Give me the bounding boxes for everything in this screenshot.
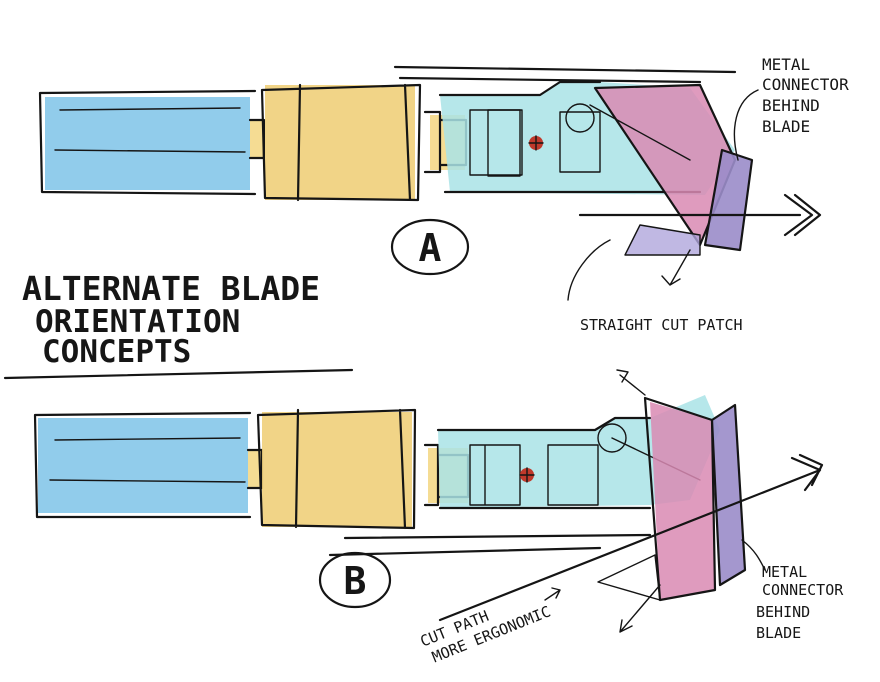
- a-callout-line-2: CONNECTOR: [762, 75, 849, 94]
- concept-a-blade: [595, 85, 735, 245]
- concept-a-handle: [45, 97, 250, 190]
- a-callout-line-1: METAL: [762, 55, 810, 74]
- title-line-2: ORIENTATION: [35, 304, 240, 340]
- concept-b-drawing: [33, 369, 824, 633]
- a-callout-line-4: BLADE: [762, 117, 810, 136]
- concept-a-cut-note: STRAIGHT CUT PATCH: [567, 239, 743, 334]
- b-callout-line-3: BEHIND: [756, 603, 810, 621]
- b-callout-line-2: CONNECTOR: [762, 581, 844, 599]
- title-line-1: ALTERNATE BLADE: [22, 269, 320, 308]
- a-cut-note: STRAIGHT CUT PATCH: [580, 316, 743, 334]
- b-callout-line-1: METAL: [762, 563, 807, 581]
- b-callout-line-4: BLADE: [756, 624, 801, 642]
- concept-b-label: B: [344, 559, 367, 603]
- concept-b-frame: [438, 395, 720, 508]
- concept-b-motor: [262, 412, 412, 527]
- concept-b-blade: [650, 402, 715, 600]
- concept-b-handle: [38, 418, 248, 513]
- concept-b-cut-note: CUT PATH MORE ERGONOMIC: [418, 602, 554, 666]
- concept-b-marker: B: [318, 551, 392, 609]
- concept-a-marker: A: [390, 218, 470, 276]
- concept-a-drawing: [38, 65, 822, 286]
- sketch-title: ALTERNATE BLADE ORIENTATION CONCEPTS: [3, 269, 354, 380]
- a-callout-line-3: BEHIND: [762, 96, 820, 115]
- concept-a-callout: METAL CONNECTOR BEHIND BLADE: [733, 55, 849, 161]
- concept-a-connector: [705, 150, 752, 250]
- concept-b-callout: METAL CONNECTOR BEHIND BLADE: [741, 539, 844, 642]
- concept-a-motor: [265, 85, 415, 200]
- title-line-3: CONCEPTS: [42, 334, 191, 370]
- concept-a-label: A: [419, 226, 442, 270]
